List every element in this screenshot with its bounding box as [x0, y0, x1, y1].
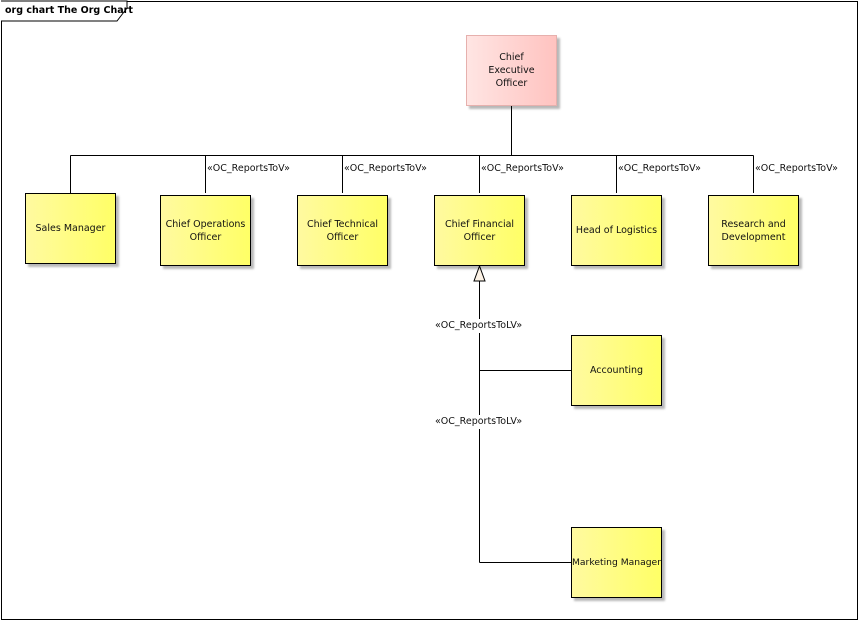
node-accounting[interactable]: Accounting: [571, 335, 662, 406]
generalization-arrowhead: [473, 264, 486, 282]
node-label: Marketing Manager: [572, 557, 661, 568]
stereotype-label-cto: «OC_ReportsToV»: [344, 163, 427, 174]
node-label: Sales Manager: [35, 223, 106, 234]
node-label: Research and Development: [721, 218, 786, 243]
node-label: Chief Operations Officer: [165, 218, 246, 243]
node-marketing-manager[interactable]: Marketing Manager: [571, 527, 662, 598]
stereotype-label-cfo: «OC_ReportsToV»: [481, 163, 564, 174]
stereotype-label-logistics: «OC_ReportsToV»: [618, 163, 701, 174]
node-label: Head of Logistics: [575, 225, 658, 236]
node-cfo[interactable]: Chief Financial Officer: [434, 195, 525, 266]
node-coo[interactable]: Chief Operations Officer: [160, 195, 251, 266]
node-label: Chief Technical Officer: [306, 218, 379, 243]
node-head-of-logistics[interactable]: Head of Logistics: [571, 195, 662, 266]
frame-title: org chart The Org Chart: [5, 5, 133, 16]
frame-title-tab: [1, 0, 128, 22]
node-label: Chief Executive Officer: [488, 52, 535, 89]
node-research-development[interactable]: Research and Development: [708, 195, 799, 266]
stereotype-label-marketing: «OC_ReportsToLV»: [435, 416, 523, 427]
node-label: Chief Financial Officer: [444, 218, 515, 243]
node-cto[interactable]: Chief Technical Officer: [297, 195, 388, 266]
node-sales-manager[interactable]: Sales Manager: [25, 193, 116, 264]
node-ceo[interactable]: Chief Executive Officer: [466, 35, 557, 106]
node-label: Accounting: [589, 365, 644, 376]
stereotype-label-accounting: «OC_ReportsToLV»: [435, 320, 523, 331]
stereotype-label-rnd: «OC_ReportsToV»: [755, 163, 838, 174]
stereotype-label-coo: «OC_ReportsToV»: [207, 163, 290, 174]
